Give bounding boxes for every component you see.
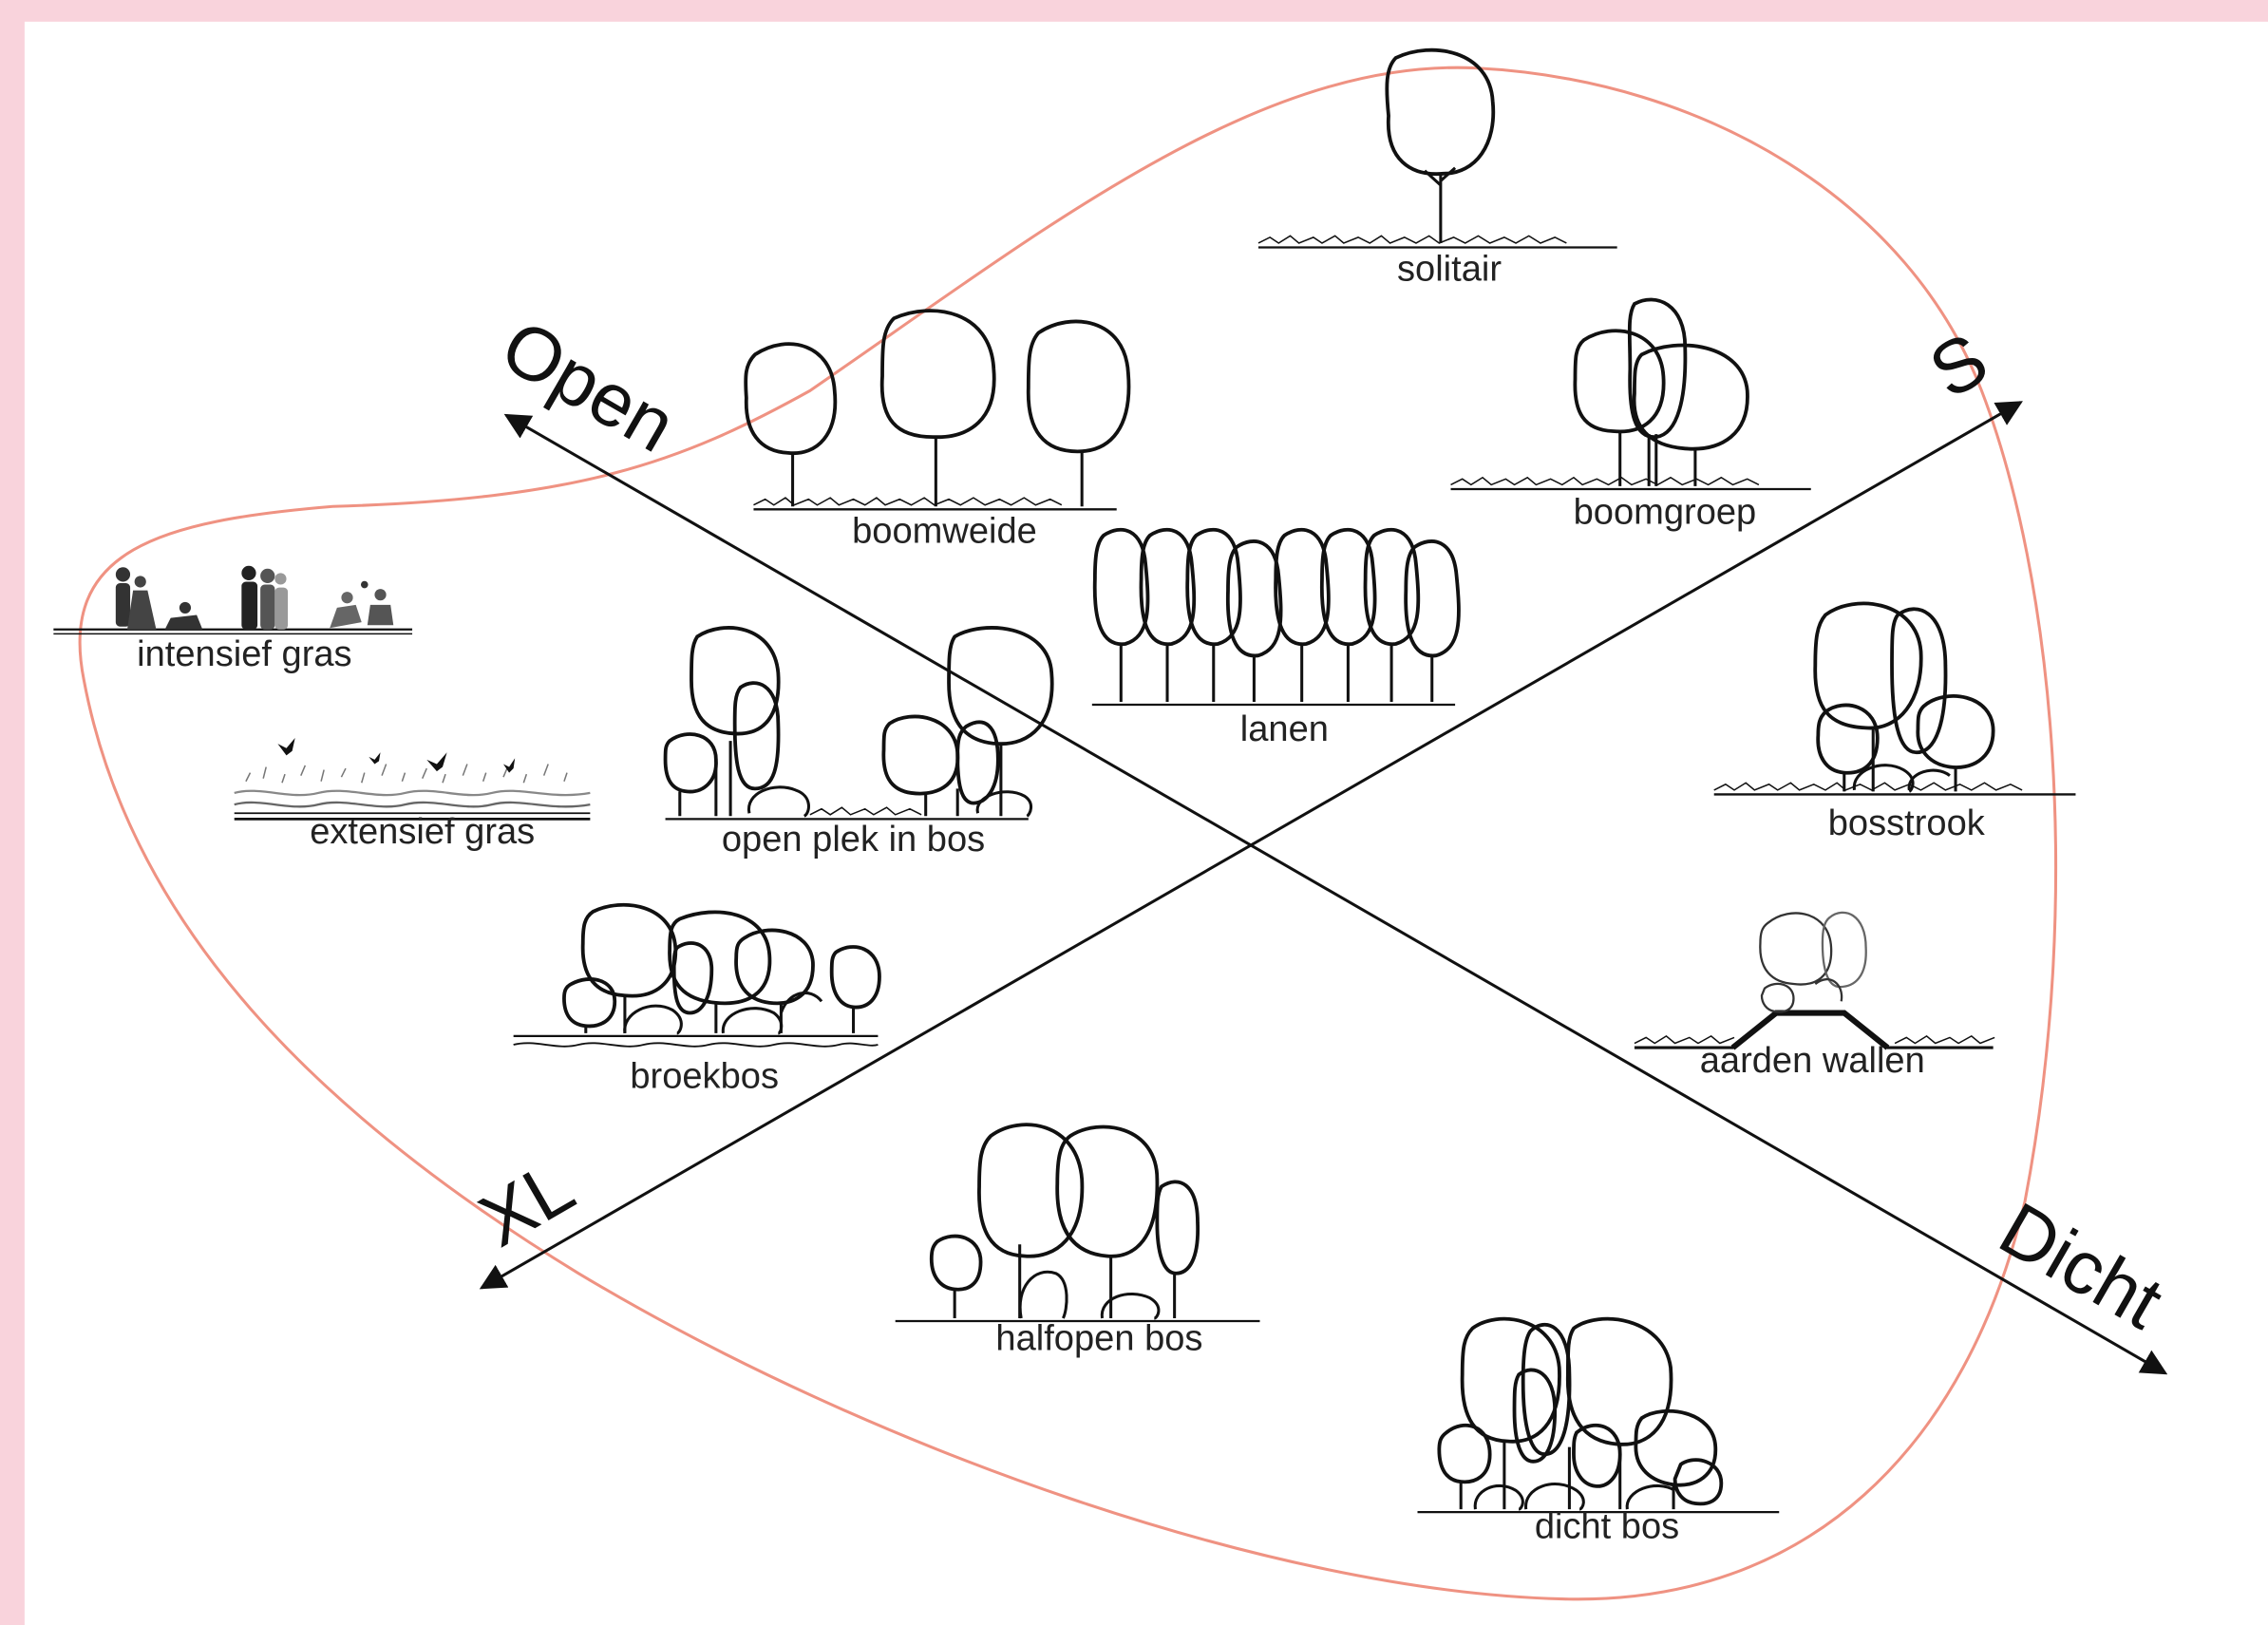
tree-row [1092,527,1461,702]
grass-ground [1713,782,2076,796]
shrubs [747,785,1033,818]
extensief-gras-illustration [234,738,591,821]
boomgroep-illustration [1450,297,1811,491]
tree [1026,319,1131,507]
dicht-bos-illustration [1417,1316,1780,1514]
label-aarden-wallen: aarden wallen [1700,1041,1925,1081]
people-silhouettes [115,565,394,630]
grass-ground [753,497,1117,511]
label-boomweide: boomweide [852,511,1037,551]
broekbos-illustration [513,902,881,1048]
grass-ground [1450,476,1811,491]
shrubs [623,992,823,1035]
tree [1573,297,1749,486]
open-plek-in-bos-illustration [663,626,1054,821]
xl-s-axis [479,401,2023,1290]
tree [1813,601,1995,792]
tree-cluster [562,902,881,1033]
grass-ground [1257,235,1617,249]
label-boomgroep: boomgroep [1574,493,1757,533]
grass-ground [665,806,1029,821]
solitair-illustration [1257,47,1617,249]
boomweide-illustration [744,309,1131,511]
intensief-gras-illustration [53,565,413,635]
label-broekbos: broekbos [630,1057,779,1097]
label-bosstrook: bosstrook [1828,803,1986,843]
tree [744,342,838,507]
label-lanen: lanen [1240,709,1329,749]
halfopen-bos-illustration [895,1123,1260,1323]
shrubs [1018,1270,1161,1320]
aarden-wallen-illustration [1634,911,1995,1050]
tree [879,309,996,507]
shrubs [1852,764,1951,793]
label-dicht-bos: dicht bos [1535,1507,1679,1547]
tree [881,626,1054,817]
tree-cluster [929,1123,1200,1318]
label-solitair: solitair [1397,250,1502,290]
label-halfopen-bos: halfopen bos [995,1319,1202,1359]
tree [663,626,781,817]
butterflies [277,738,516,773]
tree-on-wall [1759,911,1867,1013]
label-extensief-gras: extensief gras [310,812,535,852]
label-open-plek-in-bos: open plek in bos [722,820,985,860]
shrubs [1473,1483,1676,1511]
tree-cluster [1437,1316,1724,1510]
label-intensief-gras: intensief gras [137,634,351,674]
bosstrook-illustration [1713,601,2076,796]
lanen-illustration [1091,527,1461,707]
tree [1385,47,1496,243]
